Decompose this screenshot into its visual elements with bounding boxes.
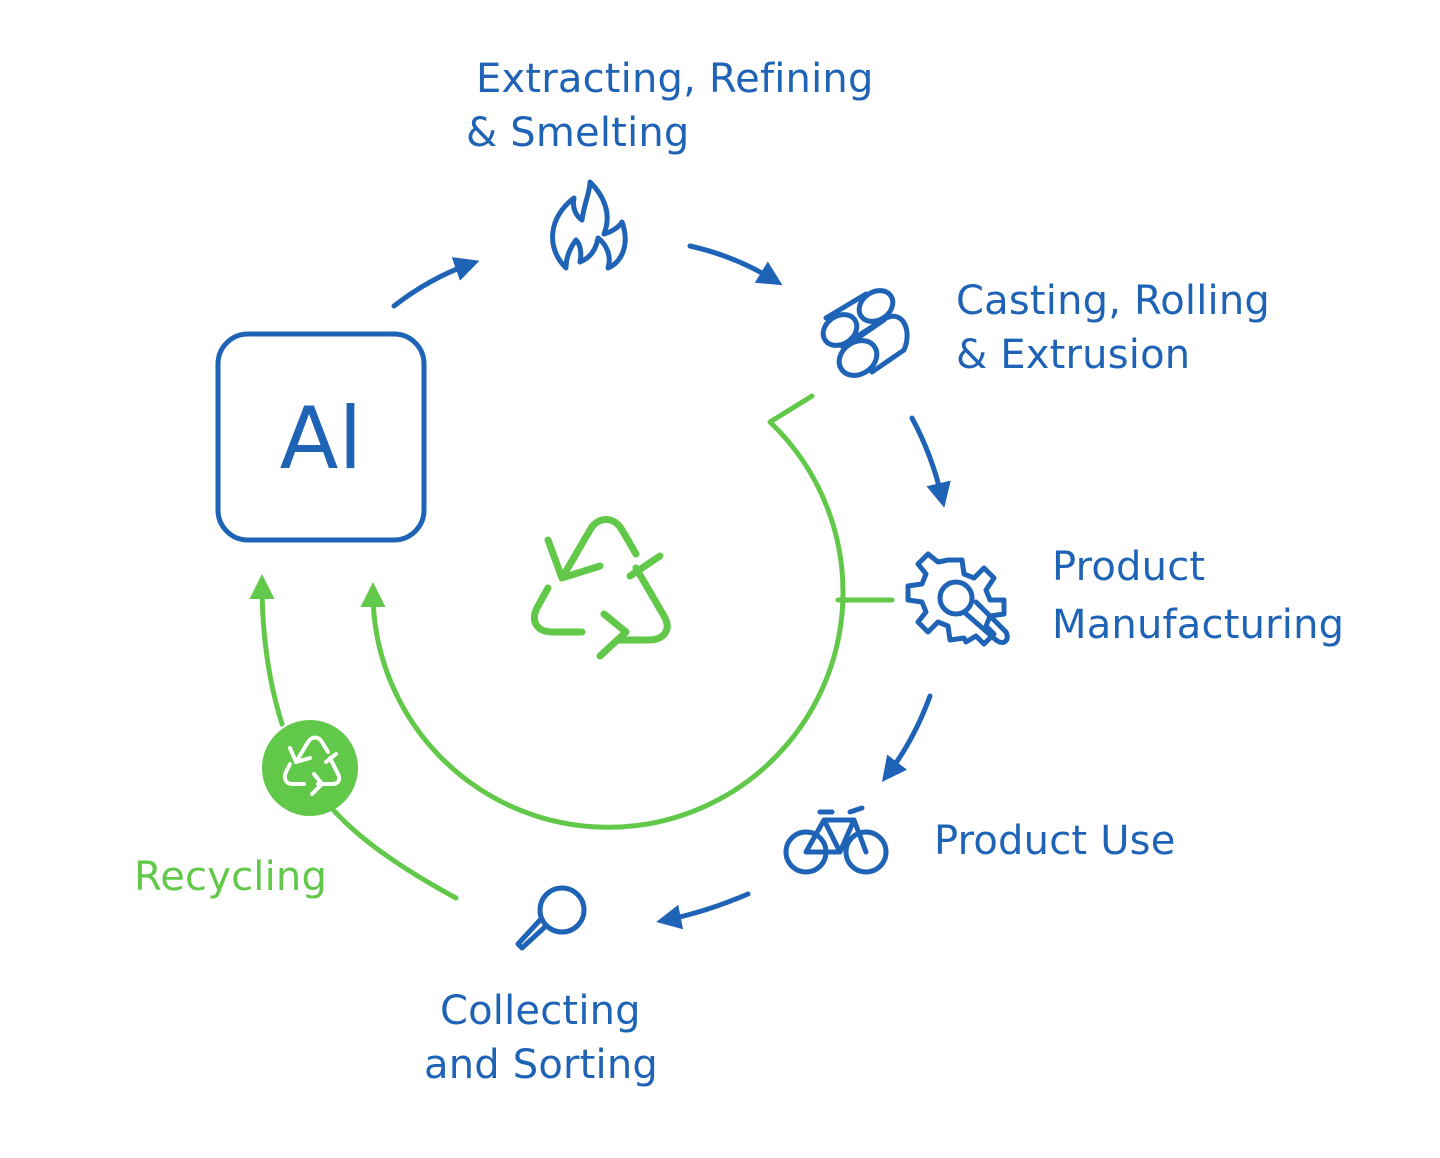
arrow-use-to-collecting <box>656 891 751 930</box>
label-product-use-line1: Product Use <box>934 818 1176 864</box>
label-collecting-line1: Collecting <box>440 988 641 1034</box>
gear-wrench-icon <box>905 551 1010 647</box>
al-box <box>215 331 427 543</box>
magnifier-icon <box>515 885 587 951</box>
label-casting-line2: & Extrusion <box>956 332 1191 378</box>
arrow-casting-to-manufacturing <box>909 415 951 508</box>
outer-recycle-arrow <box>249 574 285 727</box>
arrow-extracting-to-casting <box>687 243 783 286</box>
label-collecting-line2: and Sorting <box>424 1042 659 1088</box>
label-manufacturing-line1: Product <box>1052 544 1206 590</box>
metal-rolls-icon <box>820 288 910 378</box>
arrow-al-to-extracting <box>391 257 480 309</box>
label-extracting-line1: Extracting, Refining <box>476 56 874 102</box>
label-casting: Casting, Rolling & Extrusion <box>956 274 1270 382</box>
label-recycling-line1: Recycling <box>134 854 328 900</box>
al-symbol: Al <box>280 389 363 489</box>
bicycle-icon <box>783 805 889 875</box>
arrow-manufacturing-to-use <box>881 693 933 782</box>
label-manufacturing: Product Manufacturing <box>1052 538 1344 654</box>
label-manufacturing-line2: Manufacturing <box>1052 602 1345 648</box>
label-casting-line1: Casting, Rolling <box>956 278 1271 324</box>
recycle-badge <box>262 720 358 816</box>
label-recycling: Recycling <box>134 850 327 904</box>
label-extracting-line2: & Smelting <box>466 110 690 156</box>
label-extracting: Extracting, Refining & Smelting <box>466 52 874 160</box>
label-collecting: Collecting and Sorting <box>424 984 658 1092</box>
label-product-use: Product Use <box>934 814 1176 868</box>
flame-icon <box>550 179 628 271</box>
inner-recycle-loop <box>360 419 846 830</box>
recycle-icon <box>282 735 342 796</box>
central-recycle-icon <box>531 516 671 660</box>
inner-loop-tick-top <box>767 393 815 425</box>
